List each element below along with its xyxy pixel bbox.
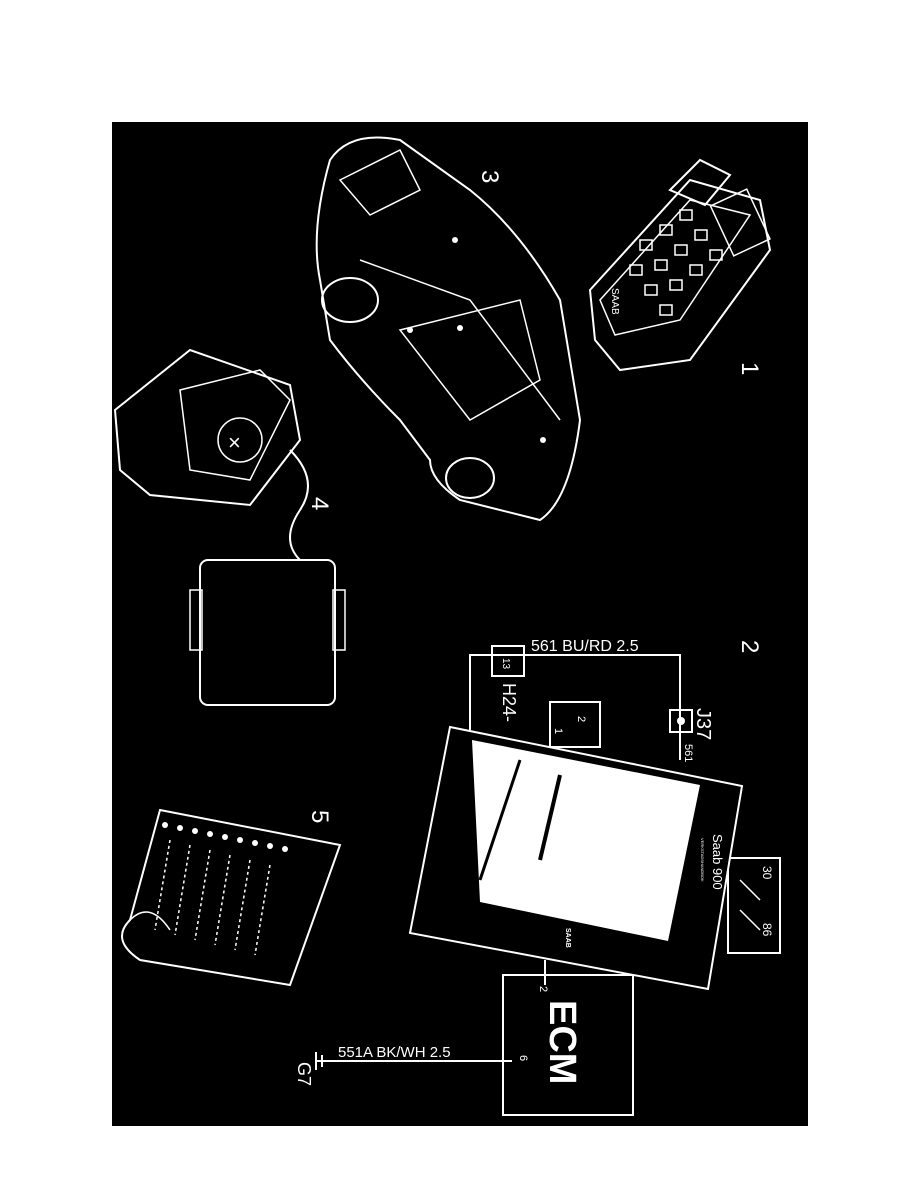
manual-brand: SAAB bbox=[564, 928, 571, 948]
ecm-pin-2-label: 2 bbox=[537, 986, 549, 992]
scan-tool-illustration: SAAB bbox=[588, 158, 772, 372]
callout-4: 4 bbox=[306, 497, 333, 510]
relay-box bbox=[727, 857, 781, 954]
control-unit-illustration: × bbox=[113, 348, 346, 706]
pin-13-label: 13 bbox=[500, 658, 511, 670]
connector-h24 bbox=[491, 645, 525, 677]
ecm-label: ECM bbox=[541, 1000, 583, 1084]
callout-3: 3 bbox=[476, 170, 503, 183]
diode-pin-2-label: 2 bbox=[575, 716, 587, 722]
ecm-box bbox=[502, 974, 634, 1116]
workshop-manual-illustration: Saab 900 VERKSTADSHANDBOK SAAB bbox=[408, 725, 744, 991]
manual-subtitle: VERKSTADSHANDBOK bbox=[700, 838, 705, 882]
diode-box bbox=[549, 701, 601, 748]
wire-label-bottom: 551A BK/WH 2.5 bbox=[338, 1044, 451, 1061]
wire-561-label: 561 bbox=[682, 744, 694, 762]
svg-text:×: × bbox=[228, 430, 241, 455]
relay-pin-30-label: 30 bbox=[760, 866, 774, 880]
wire-label-top: 561 BU/RD 2.5 bbox=[531, 638, 639, 655]
connector-j37 bbox=[669, 709, 693, 733]
diode-pin-1-label: 1 bbox=[552, 728, 564, 734]
ground-g7-label: G7 bbox=[294, 1062, 314, 1086]
ecm-pin-6-label: 6 bbox=[517, 1055, 529, 1061]
callout-2: 2 bbox=[736, 640, 763, 653]
wiring-diagram: 561 BU/RD 2.5 H24- 13 J37 561 1 2 30 86 … bbox=[294, 638, 781, 1116]
manual-title: Saab 900 bbox=[710, 834, 725, 890]
callout-1: 1 bbox=[736, 362, 763, 375]
connector-j37-label: J37 bbox=[692, 708, 714, 740]
connector-h24-label: H24- bbox=[499, 683, 519, 722]
scan-tool-brand: SAAB bbox=[609, 288, 620, 315]
callout-5: 5 bbox=[306, 810, 333, 823]
printout-illustration bbox=[121, 808, 342, 987]
relay-pin-86-label: 86 bbox=[760, 923, 774, 937]
car-illustration bbox=[315, 136, 582, 522]
